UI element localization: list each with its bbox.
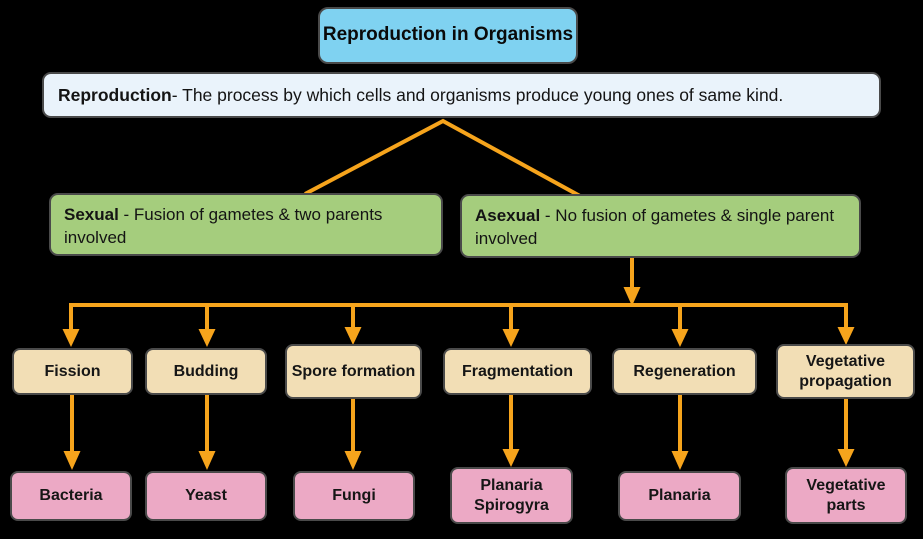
node-method-fragmentation: Fragmentation	[443, 348, 592, 395]
method-label: Spore formation	[291, 362, 416, 380]
example-label: Planaria	[648, 487, 711, 505]
node-method-regeneration: Regeneration	[612, 348, 757, 395]
example-label: Planaria Spirogyra	[474, 476, 549, 514]
node-example-planaria-spirogyra: Planaria Spirogyra	[450, 467, 573, 524]
sexual-term: Sexual	[64, 205, 119, 224]
example-label: Fungi	[332, 487, 376, 505]
node-sexual: Sexual - Fusion of gametes & two parents…	[49, 193, 443, 256]
arrowheads	[62, 287, 855, 470]
method-label: Budding	[173, 362, 239, 380]
node-example-yeast: Yeast	[145, 471, 267, 521]
definition-term: Reproduction	[58, 84, 172, 105]
node-example-vegetative-parts: Vegetative parts	[785, 467, 907, 524]
sexual-text: - Fusion of gametes & two parents involv…	[64, 205, 383, 248]
title-label: Reproduction in Organisms	[322, 24, 574, 46]
node-method-vegetative-propagation: Vegetative propagation	[776, 344, 915, 399]
edge-definition-to-branches	[304, 118, 581, 198]
node-method-budding: Budding	[145, 348, 267, 395]
example-label: Bacteria	[39, 487, 103, 505]
node-method-fission: Fission	[12, 348, 133, 395]
method-label: Fragmentation	[461, 362, 574, 380]
method-label: Vegetative propagation	[799, 352, 892, 390]
node-method-spore-formation: Spore formation	[285, 344, 422, 399]
node-example-fungi: Fungi	[293, 471, 415, 521]
example-label: Yeast	[185, 487, 227, 505]
asexual-term: Asexual	[475, 206, 541, 225]
method-label: Fission	[44, 362, 101, 380]
node-asexual: Asexual - No fusion of gametes & single …	[460, 194, 861, 258]
node-example-planaria: Planaria	[618, 471, 741, 521]
method-label: Regeneration	[633, 362, 736, 380]
node-title: Reproduction in Organisms	[318, 7, 578, 64]
definition-text: - The process by which cells and organis…	[171, 84, 784, 105]
node-definition: Reproduction - The process by which cell…	[42, 72, 881, 118]
asexual-text: - No fusion of gametes & single parent i…	[475, 206, 835, 249]
example-label: Vegetative parts	[806, 476, 886, 514]
node-example-bacteria: Bacteria	[10, 471, 132, 521]
